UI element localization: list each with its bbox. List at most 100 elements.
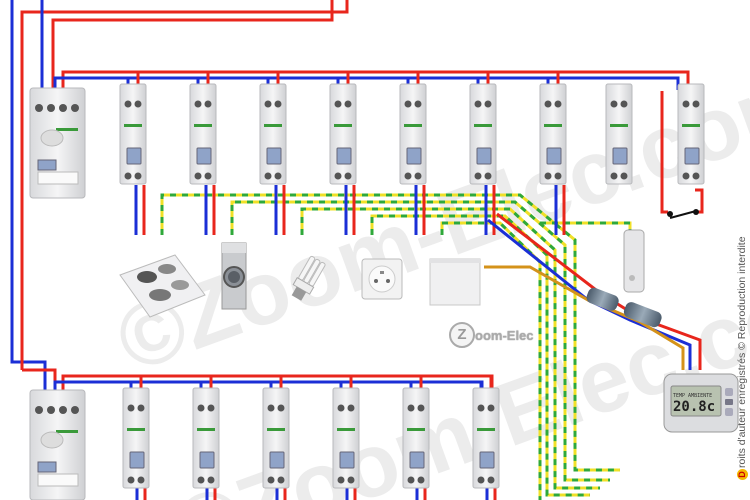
terminal-screw [554,172,562,180]
module-body [402,387,430,489]
terminal-screw [544,100,552,108]
load-wires [134,185,566,500]
brand-mark [404,124,422,127]
terminal-screw [487,476,495,484]
brand-mark [197,428,215,431]
brand-mark [337,428,355,431]
module-body [472,387,500,489]
terminal-screw [127,476,135,484]
terminal-screw [197,404,205,412]
terminal-screw [264,172,272,180]
terminal-screw [71,104,79,112]
terminal-screw [204,172,212,180]
differential-switch-top [29,87,86,199]
terminal-screw [487,404,495,412]
terminal-screw [404,172,412,180]
brand-mark [124,124,142,127]
terminal-screw [344,100,352,108]
module-body [189,83,217,185]
earth-wire-stripe [540,221,632,230]
toggle-lever [684,147,700,165]
toggle-lever [37,159,57,171]
terminal-screw [620,172,628,180]
terminal-screw [71,406,79,414]
terminal-screw [194,172,202,180]
last-breaker [677,83,705,185]
copyright-notice: Droits d'auteur enregistrés © Reproducti… [736,236,748,480]
thermostat-value: 20.8c [673,399,716,415]
terminal-screw [267,404,275,412]
terminal-screw [127,404,135,412]
brand-mark [56,128,78,131]
module-body [399,83,427,185]
earth-wire-stripe [300,207,600,490]
terminal-screw [337,476,345,484]
brand-mark [334,124,352,127]
module-body [332,387,360,489]
brand-mark [544,124,562,127]
breaker-top-7 [539,83,567,185]
terminal-screw [274,100,282,108]
terminal-screw [137,476,145,484]
terminal-screw [277,404,285,412]
terminal-screw [407,476,415,484]
main-supply-wires [10,0,349,390]
terminal-screw [59,406,67,414]
brand-mark [407,428,425,431]
breaker-top-5 [399,83,427,185]
brand-mark [56,430,78,433]
terminal-screw [610,100,618,108]
test-button [40,129,64,147]
thermostat-label: TEMP AMBIENTE [673,393,713,399]
module-body [329,83,357,185]
terminal-screw [134,172,142,180]
terminal-screw [137,404,145,412]
breaker-top-6 [469,83,497,185]
toggle-lever [196,147,212,165]
breaker-top-3 [259,83,287,185]
terminal-screw [544,172,552,180]
cfl-bulb-icon [291,255,326,301]
terminal-screw [47,104,55,112]
brand-mark [194,124,212,127]
terminal-screw [264,100,272,108]
terminal-screw [414,100,422,108]
breaker-bottom-1 [122,387,150,489]
toggle-lever [266,147,282,165]
module-body [539,83,567,185]
module-body [119,83,147,185]
terminal-screw [484,172,492,180]
brand-mark [477,428,495,431]
terminal-screw [334,172,342,180]
terminal-screw [35,406,43,414]
brand-mark [474,124,492,127]
terminal-screw [334,100,342,108]
breaker-bottom-3 [262,387,290,489]
test-button [40,431,64,449]
brand-mark [267,428,285,431]
module-body [122,387,150,489]
brand-mark [610,124,628,127]
terminal-screw [59,104,67,112]
terminal-screw [417,476,425,484]
copyright-initial: D [737,469,748,480]
breaker-top-1 [119,83,147,185]
terminal-screw [610,172,618,180]
terminal-screw [124,172,132,180]
rating-label [37,171,79,185]
thermostat [663,373,739,433]
terminal-screw [207,404,215,412]
module-body [469,83,497,185]
terminal-screw [477,476,485,484]
neutral-busbar [53,76,680,90]
toggle-lever [409,451,425,469]
water-heater-icon [623,229,645,293]
breaker-bottom-2 [192,387,220,489]
terminal-screw [267,476,275,484]
terminal-screw [474,100,482,108]
terminal-screw [207,476,215,484]
module-body [192,387,220,489]
module-body [677,83,705,185]
terminal-screw [407,404,415,412]
